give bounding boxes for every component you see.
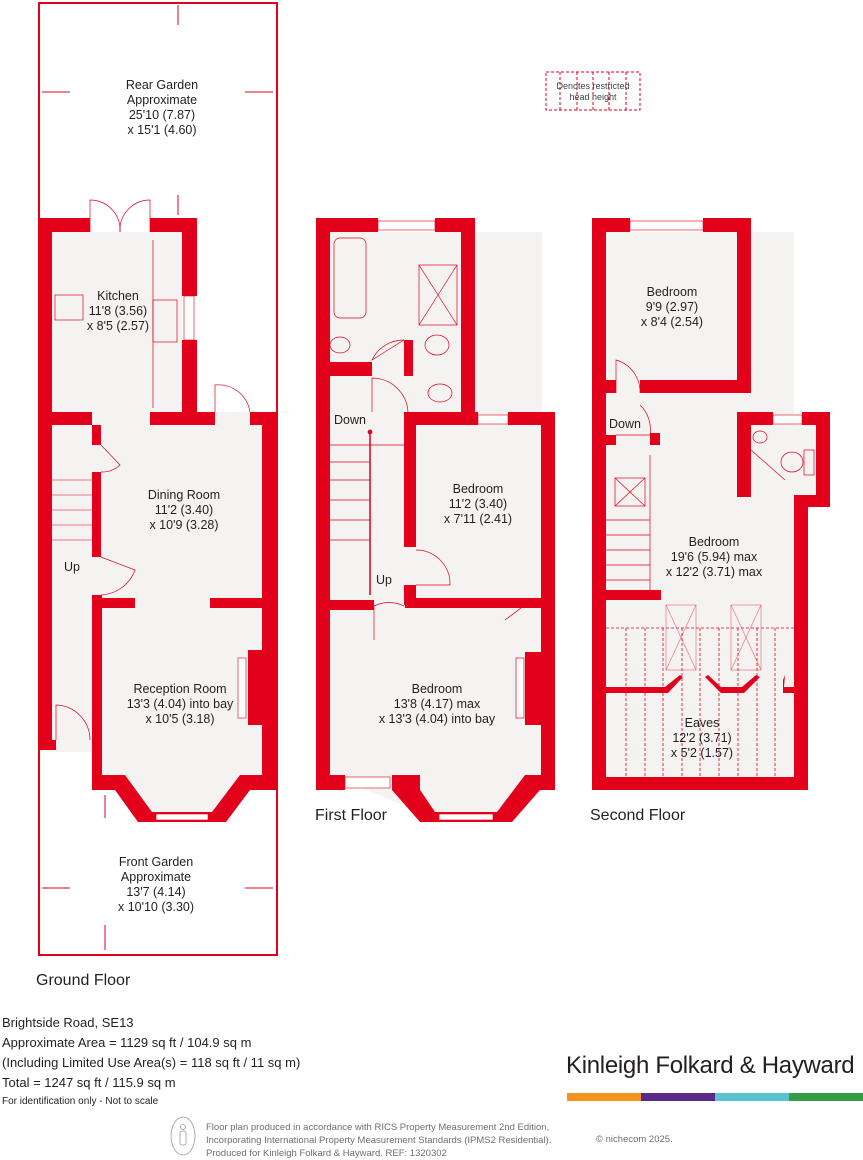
footer-line: Floor plan produced in accordance with R…	[206, 1122, 550, 1133]
rear-garden-dimensions: 25'10 (7.87)	[129, 108, 195, 122]
stairs-up-label: Up	[64, 560, 80, 574]
eaves-dimensions: 12'2 (3.71)	[672, 731, 731, 745]
front-garden-label: Front Garden	[119, 855, 193, 869]
dining-room-dimensions: 11'2 (3.40)	[155, 503, 213, 517]
front-garden-dimensions: 13'7 (4.14)	[126, 885, 185, 899]
footer-line: Incorporating International Property Mea…	[206, 1135, 552, 1146]
dining-room-dimensions: x 10'9 (3.28)	[149, 518, 218, 532]
doors	[54, 199, 251, 741]
eaves-dimensions: x 5'2 (1.57)	[671, 746, 733, 760]
disclaimer: For identification only - Not to scale	[2, 1096, 159, 1107]
footer-line: Produced for Kinleigh Folkard & Hayward.…	[206, 1148, 447, 1159]
bar-green	[789, 1093, 863, 1101]
property-info: Brightside Road, SE13 Approximate Area =…	[2, 1013, 300, 1111]
second-floor-plan: Down Bedroom 9'9 (2.97) x 8'4 (2.54) Bed…	[590, 218, 830, 824]
bedroom-label: Bedroom	[412, 682, 463, 696]
restricted-height-legend: Denotes restricted head height	[545, 71, 641, 111]
front-garden-dimensions: x 10'10 (3.30)	[118, 900, 194, 914]
brand-color-bars	[567, 1093, 863, 1101]
kitchen-dimensions: x 8'5 (2.57)	[87, 319, 149, 333]
total-area: Total = 1247 sq ft / 115.9 sq m	[2, 1075, 176, 1090]
bar-purple	[641, 1093, 715, 1101]
bar-orange	[567, 1093, 641, 1101]
walls	[592, 218, 830, 790]
bedroom-dimensions: x 8'4 (2.54)	[641, 315, 703, 329]
ground-floor-plan: Rear Garden Approximate 25'10 (7.87) x 1…	[36, 2, 278, 989]
kitchen-dimensions: 11'8 (3.56)	[89, 304, 147, 318]
bedroom-dimensions: 19'6 (5.94) max	[671, 550, 758, 564]
bedroom-dimensions: x 7'11 (2.41)	[444, 512, 512, 526]
kitchen-label: Kitchen	[97, 289, 139, 303]
restricted-height-area	[606, 627, 794, 777]
footer-notes: Floor plan produced in accordance with R…	[206, 1121, 551, 1160]
bedroom-label: Bedroom	[647, 285, 698, 299]
brand-logo: Kinleigh Folkard & Hayward	[566, 1052, 855, 1079]
fixtures-doors	[606, 359, 815, 671]
rear-garden-label: Approximate	[127, 93, 197, 107]
person-icon	[170, 1116, 196, 1156]
address: Brightside Road, SE13	[2, 1015, 134, 1030]
front-garden-label: Approximate	[121, 870, 191, 884]
dining-room-label: Dining Room	[148, 488, 220, 502]
approximate-area: Approximate Area = 1129 sq ft / 104.9 sq…	[2, 1035, 252, 1050]
dimension-arrows	[42, 5, 273, 950]
first-floor-title: First Floor	[315, 807, 388, 824]
bedroom-label: Bedroom	[453, 482, 504, 496]
bar-cyan	[715, 1093, 789, 1101]
stairs-down-label: Down	[334, 413, 366, 427]
walls	[316, 218, 555, 822]
bedroom-dimensions: x 12'2 (3.71) max	[666, 565, 763, 579]
copyright: © nichecom 2025.	[596, 1134, 673, 1145]
limited-use-area: (Including Limited Use Area(s) = 118 sq …	[2, 1055, 301, 1070]
legend-text: head height	[569, 92, 617, 102]
eaves-label: Eaves	[685, 716, 720, 730]
first-floor-plan: Down Up Bedroom 11'2 (3.40) x 7'11 (2.41…	[315, 218, 555, 824]
bedroom-dimensions: 11'2 (3.40)	[449, 497, 507, 511]
bedroom-label: Bedroom	[689, 535, 740, 549]
fixtures-doors	[329, 237, 526, 719]
reception-room-dimensions: 13'3 (4.04) into bay	[127, 697, 234, 711]
bedroom-dimensions: x 13'3 (4.04) into bay	[379, 712, 496, 726]
reception-room-dimensions: x 10'5 (3.18)	[145, 712, 214, 726]
room-labels: Rear Garden Approximate 25'10 (7.87) x 1…	[36, 78, 234, 989]
stairs	[52, 479, 92, 541]
ground-floor-title: Ground Floor	[36, 972, 131, 989]
reception-room-label: Reception Room	[133, 682, 226, 696]
stairs-up-label: Up	[376, 573, 392, 587]
walls	[38, 218, 277, 822]
stairs-down-label: Down	[609, 417, 641, 431]
rear-garden-dimensions: x 15'1 (4.60)	[127, 123, 196, 137]
rear-garden-label: Rear Garden	[126, 78, 198, 92]
bedroom-dimensions: 13'8 (4.17) max	[394, 697, 481, 711]
second-floor-title: Second Floor	[590, 807, 686, 824]
legend-text: Denotes restricted	[556, 81, 629, 91]
bedroom-dimensions: 9'9 (2.97)	[646, 300, 698, 314]
